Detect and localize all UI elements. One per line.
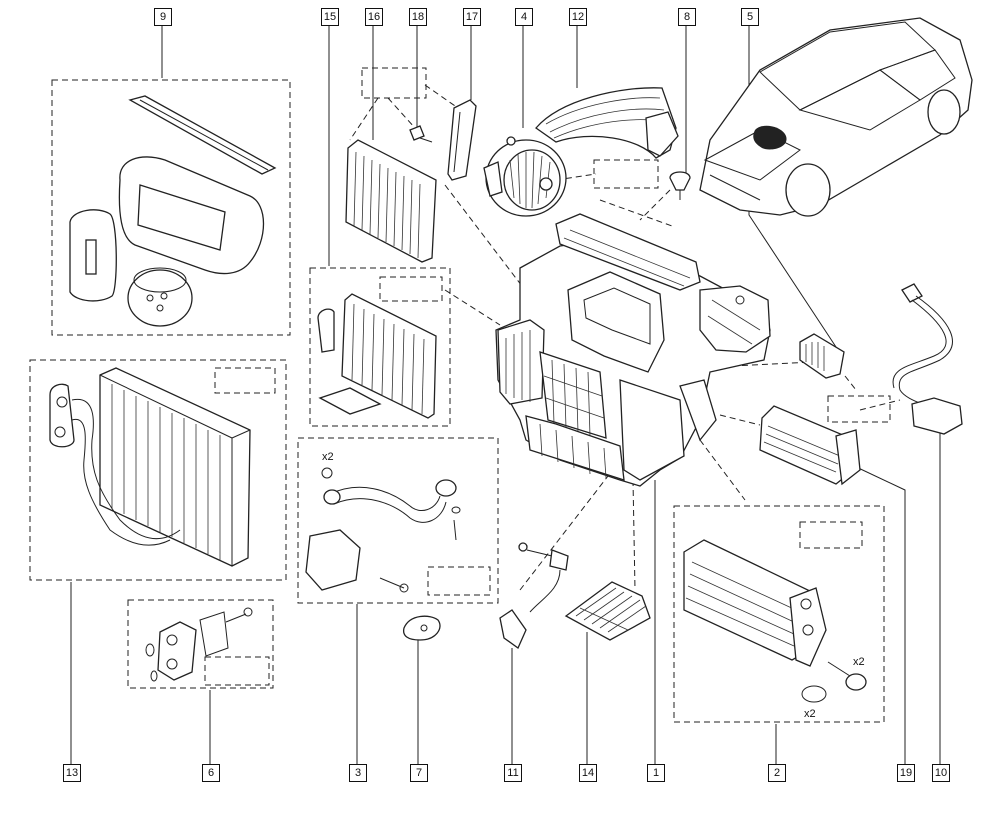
flap-and-screw-parts [409, 99, 477, 181]
callout-6: 6 [202, 764, 220, 782]
callout-7: 7 [410, 764, 428, 782]
callout-8: 8 [678, 8, 696, 26]
car-location-illustration [699, 17, 973, 217]
group-frame-13 [29, 359, 287, 581]
callout-2: 2 [768, 764, 786, 782]
group-frame-6 [127, 599, 274, 689]
quantity-label: x2 [853, 656, 865, 668]
callout-1: 1 [647, 764, 665, 782]
callout-19: 19 [897, 764, 915, 782]
callout-17: 17 [463, 8, 481, 26]
callout-13: 13 [63, 764, 81, 782]
callout-14: 14 [579, 764, 597, 782]
wiring-harness-part [892, 283, 963, 435]
blower-motor-part [483, 136, 567, 217]
cabin-filter-part [317, 139, 437, 419]
resistor-part [799, 333, 845, 379]
seal-kit-parts [69, 95, 277, 327]
group-frame-15 [309, 267, 451, 427]
callout-15: 15 [321, 8, 339, 26]
air-duct-part [535, 87, 679, 159]
expansion-valve-part [145, 607, 253, 682]
grille-part [564, 581, 651, 641]
callout-4: 4 [515, 8, 533, 26]
evaporator-part [49, 367, 251, 567]
callout-5: 5 [741, 8, 759, 26]
leader-lines [70, 26, 941, 764]
group-frame-3 [297, 437, 499, 604]
group-frame-9 [51, 79, 291, 336]
group-frame-2 [673, 505, 885, 723]
quantity-label: x2 [322, 451, 334, 463]
sensor-part [499, 542, 569, 649]
assembly-lines [349, 84, 901, 591]
heater-element-part [759, 405, 861, 486]
callout-11: 11 [504, 764, 522, 782]
heater-housing-part [495, 213, 771, 487]
callout-16: 16 [365, 8, 383, 26]
callout-9: 9 [154, 8, 172, 26]
quantity-label: x2 [804, 708, 816, 720]
callout-12: 12 [569, 8, 587, 26]
callout-10: 10 [932, 764, 950, 782]
callout-3: 3 [349, 764, 367, 782]
drain-pipe-parts [305, 467, 461, 593]
clip-part [669, 171, 691, 200]
callout-18: 18 [409, 8, 427, 26]
heater-core-part [683, 539, 867, 703]
seal-part [402, 615, 441, 641]
